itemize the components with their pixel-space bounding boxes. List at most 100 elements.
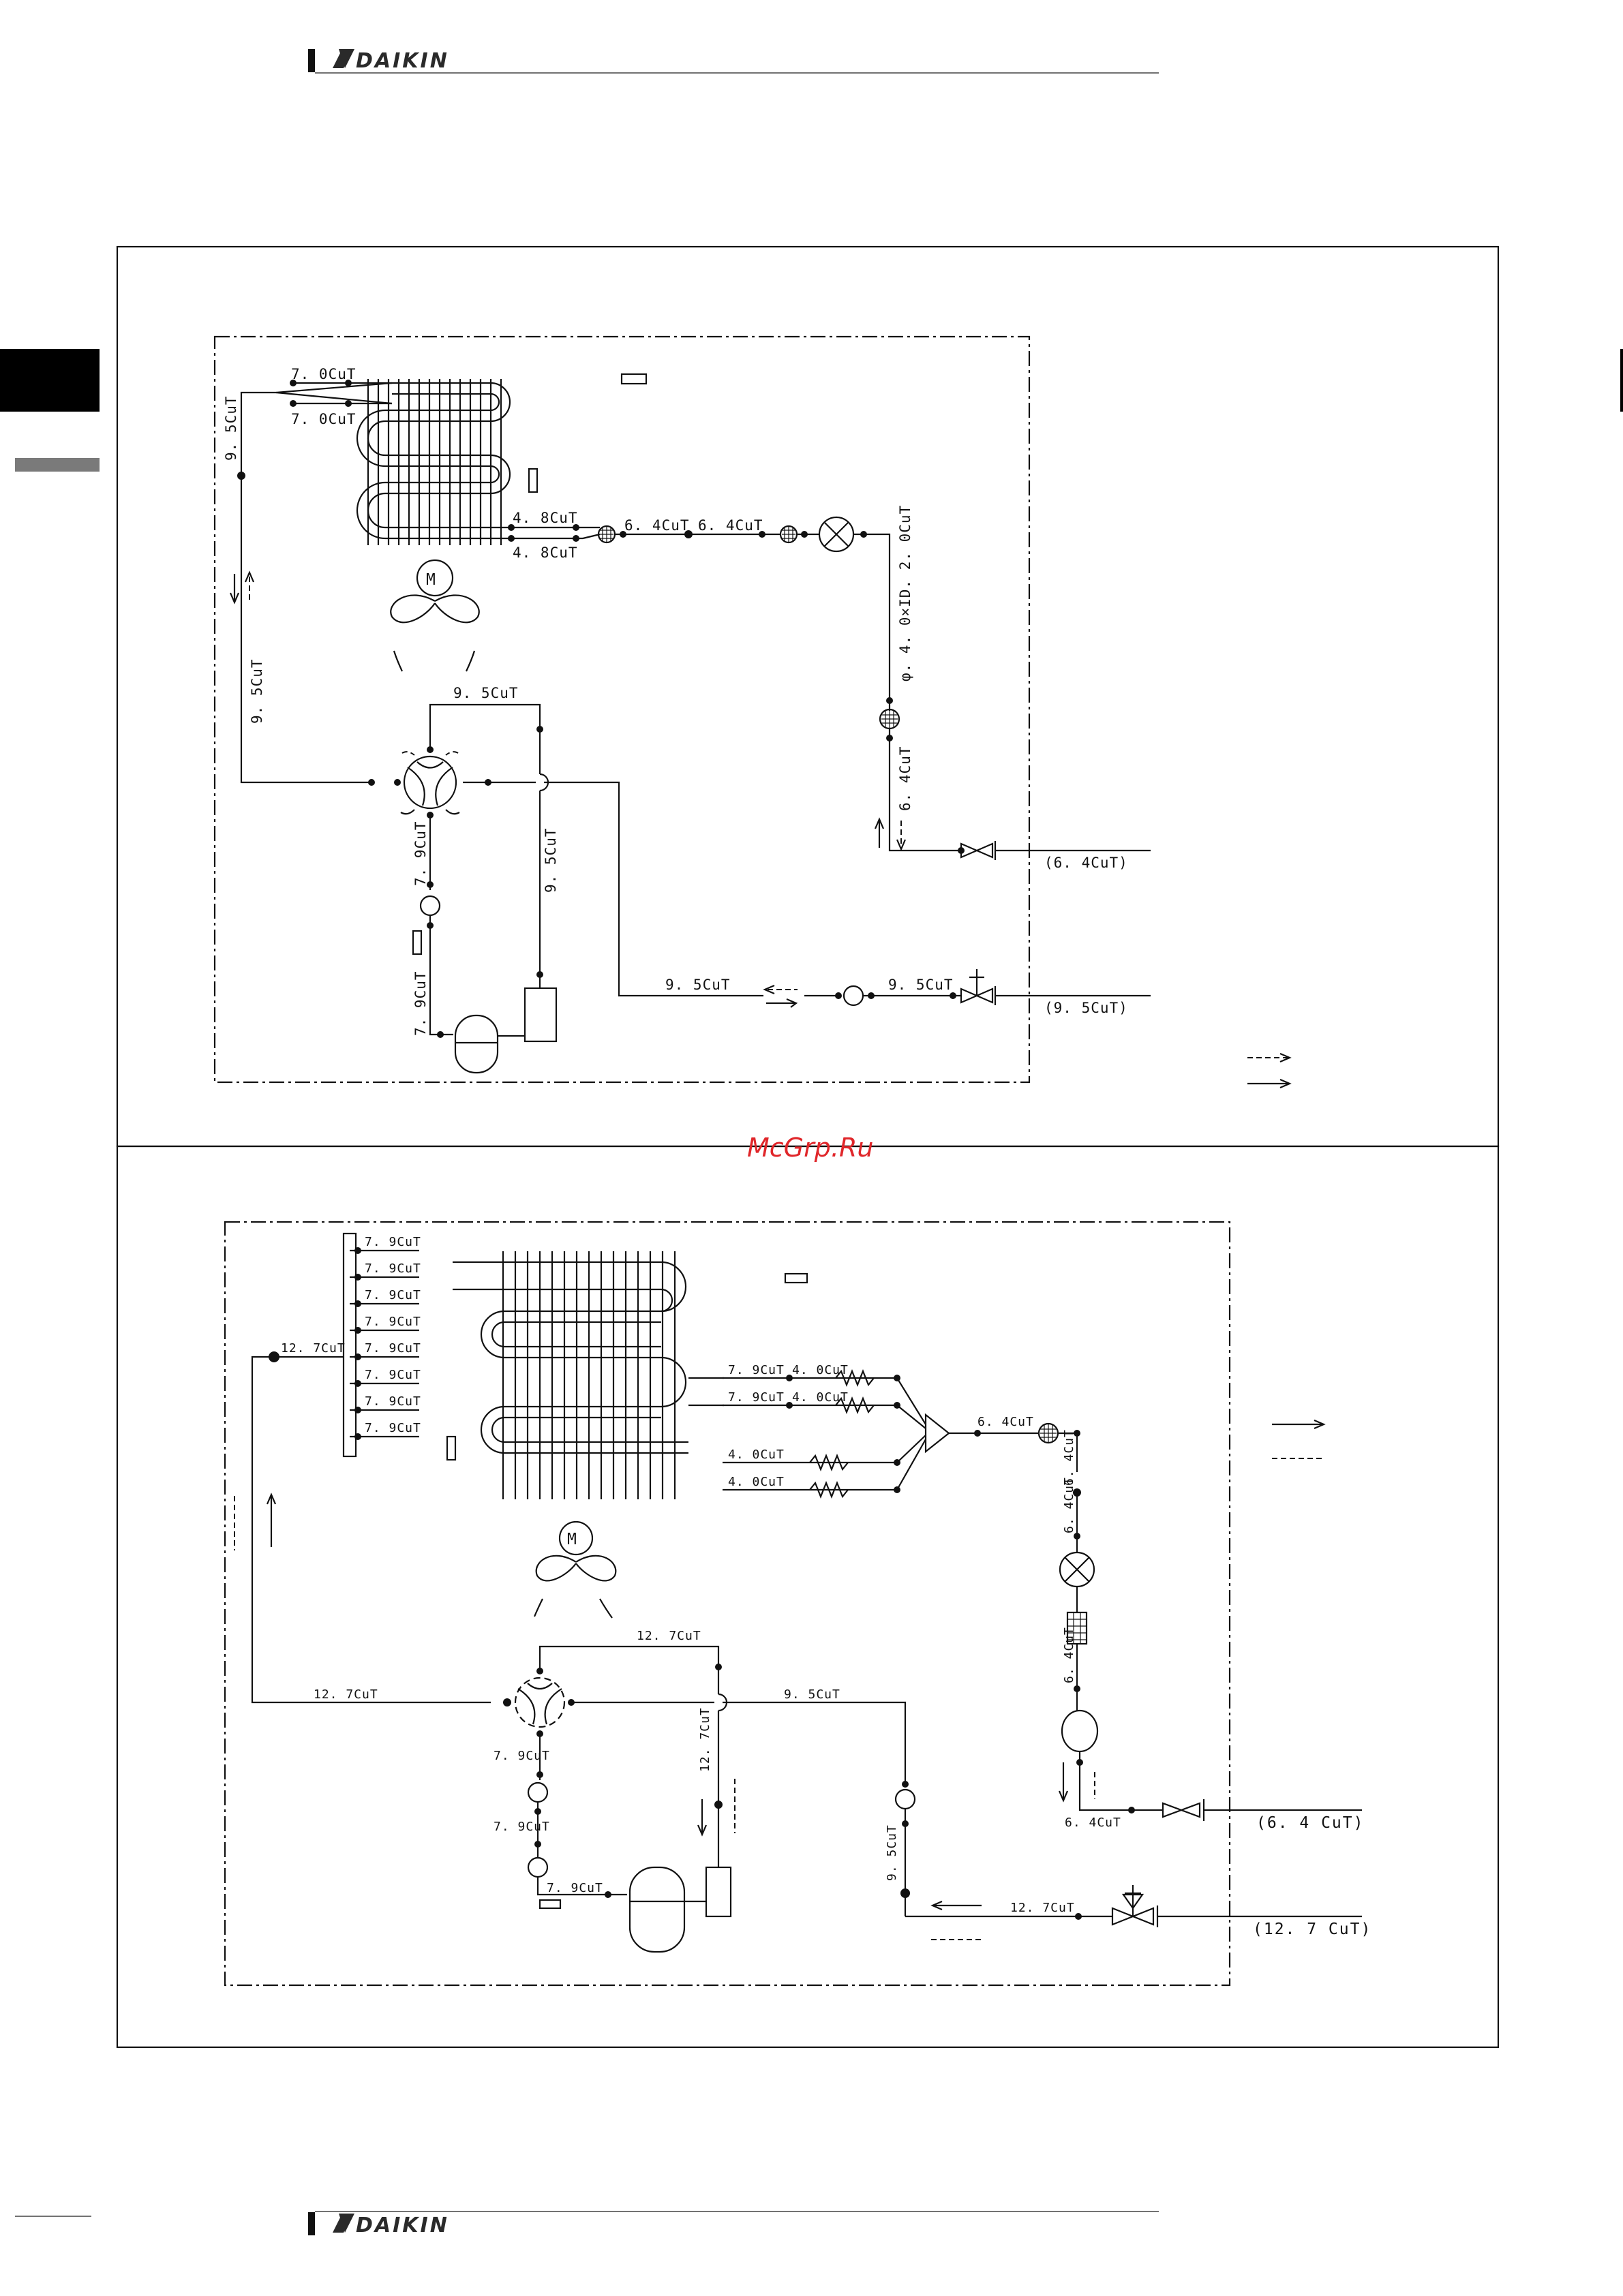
pipe-label: 7. 9CuT	[365, 1394, 421, 1409]
pipe-label: 6. 4CuT	[897, 746, 913, 811]
label-box	[539, 1899, 562, 1910]
pipe-label: 7. 9CuT	[365, 1261, 421, 1276]
header-manifold-icon	[342, 1232, 357, 1458]
flow-legend	[1247, 1052, 1292, 1089]
liquid-port-label: (6. 4 CuT)	[1256, 1814, 1364, 1832]
page-header: DAIKIN	[308, 49, 1159, 74]
watermark: McGrp.Ru	[747, 1133, 873, 1163]
four-way-valve-icon	[514, 1677, 566, 1728]
pipe-label: 7. 9CuT	[365, 1421, 421, 1435]
label-box	[412, 930, 423, 955]
pipe-label: 7. 9CuT	[412, 970, 429, 1036]
pipe-label: 7. 9CuT	[494, 1749, 550, 1763]
liquid-port-label: (6. 4CuT)	[1044, 855, 1128, 871]
compressor-icon	[628, 1866, 686, 1953]
header-branches	[350, 1247, 419, 1440]
unit-boundary	[213, 335, 1031, 1084]
pipe-label: 12. 7CuT	[637, 1629, 701, 1643]
pipe-label: 7. 9CuT	[365, 1341, 421, 1356]
footer-bar-mark	[308, 2212, 315, 2235]
daikin-logo-icon	[333, 2214, 354, 2233]
pipe-label: 7. 9CuT	[365, 1315, 421, 1329]
pipe-label: 4. 0CuT	[728, 1448, 785, 1462]
fan-motor-icon: M	[390, 559, 480, 672]
bottom-piping-diagram: 7. 9CuT 7. 9CuT 7. 9CuT 7. 9CuT 7. 9CuT …	[224, 1221, 1371, 1987]
pipe-label: φ. 4. 0×ID. 2. 0CuT	[897, 505, 913, 682]
pipe-label: 7. 0CuT	[291, 411, 357, 427]
muffler-icon	[894, 1788, 916, 1810]
fan-motor-label: M	[426, 571, 437, 589]
pipe-label: 4. 0CuT	[792, 1390, 849, 1405]
pipe-label: 7. 9CuT	[412, 821, 429, 886]
capillary-icon	[809, 1481, 849, 1499]
pipe-label: 9. 5CuT	[249, 658, 265, 724]
fan-motor-label: M	[567, 1531, 578, 1548]
gas-port-label: (12. 7 CuT)	[1253, 1920, 1371, 1938]
pipe-label: 6. 4CuT	[1065, 1816, 1121, 1830]
capillary-icon	[835, 1369, 875, 1387]
pipe-label: 7. 9CuT	[728, 1390, 785, 1405]
condenser-coil	[356, 379, 511, 545]
pipe-label: 9. 5CuT	[888, 977, 954, 993]
liquid-stop-valve-icon	[1162, 1799, 1205, 1821]
pipe-label: 9. 5CuT	[543, 827, 559, 893]
bottom-panel-frame	[116, 1145, 1500, 2049]
pipe-label: 9. 5CuT	[665, 977, 731, 993]
pipe-label: 7. 9CuT	[365, 1288, 421, 1302]
pipe-label: 12. 7CuT	[698, 1707, 712, 1772]
muffler-icon	[843, 985, 864, 1007]
flow-legend	[1272, 1419, 1326, 1459]
pipe-label: 12. 7CuT	[1010, 1901, 1075, 1915]
muffler-icon	[1061, 1709, 1099, 1753]
pipe-label: 9. 5CuT	[885, 1824, 899, 1881]
label-box	[620, 373, 648, 385]
header-bar-mark	[308, 49, 315, 72]
capillary-icon	[809, 1454, 849, 1471]
pipe-label: 6. 4CuT	[1062, 1627, 1076, 1683]
pipe-label: 7. 9CuT	[728, 1363, 785, 1377]
distributor-icon	[924, 1413, 950, 1454]
page-footer: DAIKIN	[15, 2211, 1159, 2237]
gas-port-label: (9. 5CuT)	[1044, 1000, 1128, 1016]
pipe-label: 4. 0CuT	[792, 1363, 849, 1377]
pipe-label: 7. 9CuT	[365, 1368, 421, 1382]
pipe-label: 12. 7CuT	[281, 1341, 346, 1356]
pipe-label: 4. 0CuT	[728, 1475, 785, 1489]
accumulator-icon	[524, 987, 558, 1043]
fan-motor-icon: M	[533, 1520, 617, 1619]
pipe-label: 7. 0CuT	[291, 366, 357, 382]
muffler-icon	[419, 895, 441, 917]
compressor-icon	[454, 1014, 499, 1074]
label-box	[528, 468, 539, 493]
subsection-tab	[15, 458, 100, 472]
muffler-icon	[527, 1781, 549, 1803]
label-box	[446, 1435, 457, 1461]
unit-boundary	[224, 1221, 1231, 1987]
label-box	[784, 1272, 808, 1284]
accumulator-icon	[705, 1866, 732, 1918]
pipe-label: 6. 4CuT	[1062, 1429, 1076, 1486]
pipe-label: 4. 8CuT	[513, 510, 578, 526]
gas-stop-valve-icon	[960, 969, 997, 1005]
capillary-icon	[835, 1396, 875, 1414]
pipe-label: 9. 5CuT	[223, 395, 239, 461]
top-piping-diagram: 7. 0CuT 7. 0CuT 9. 5CuT 9. 5CuT 4. 8CuT …	[213, 335, 1292, 1089]
evaporator-coil	[453, 1251, 688, 1499]
daikin-logo-icon	[333, 49, 354, 68]
pipe-label: 6. 4CuT	[977, 1415, 1034, 1429]
pipe-label: 12. 7CuT	[314, 1687, 378, 1702]
gas-stop-valve-icon	[1111, 1885, 1159, 1927]
pipe-label: 4. 8CuT	[513, 545, 578, 561]
muffler-icon	[527, 1856, 549, 1878]
pipe-label: 6. 4CuT	[698, 517, 763, 534]
liquid-stop-valve-icon	[960, 841, 997, 860]
pipe-label: 9. 5CuT	[453, 685, 519, 701]
footer-brand: DAIKIN	[356, 2214, 449, 2237]
pipe-label: 6. 4CuT	[624, 517, 690, 534]
pipe-label: 7. 9CuT	[547, 1881, 603, 1895]
four-way-valve-icon	[400, 751, 460, 815]
pipe-label: 7. 9CuT	[494, 1820, 550, 1834]
pipe-label: 7. 9CuT	[365, 1235, 421, 1249]
pipe-label: 6. 4CuT	[1062, 1477, 1076, 1533]
